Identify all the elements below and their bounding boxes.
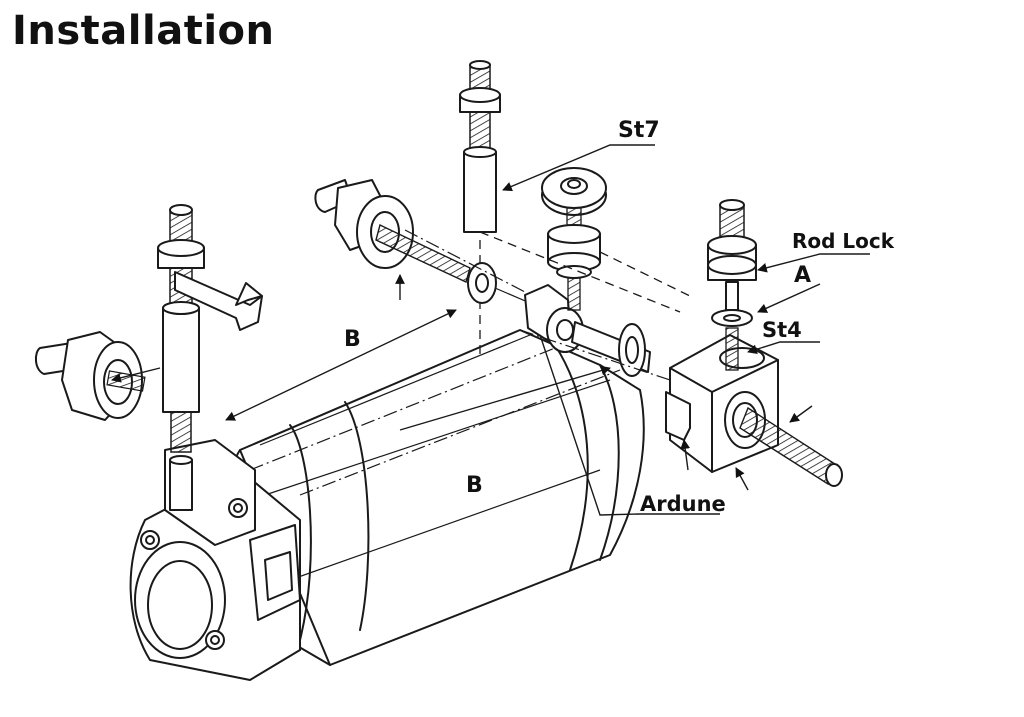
end-cap-mount (129, 439, 301, 681)
guide-lines (404, 229, 691, 381)
label-rod-lock: Rod Lock (792, 229, 895, 253)
right-vertical-stud (707, 199, 757, 371)
label-b-dimension-upper: B (344, 327, 361, 352)
label-st4: St4 (762, 318, 802, 342)
label-b-dimension-body: B (466, 473, 483, 498)
label-a: A (794, 263, 811, 288)
page-title: Installation (12, 8, 275, 54)
side-fitting (34, 331, 161, 421)
leader-lines (395, 144, 870, 516)
piston-rod-assembly (314, 167, 651, 377)
label-ardune: Ardune (640, 492, 726, 516)
center-top-stud (459, 60, 501, 360)
right-block (665, 334, 843, 487)
dimension-b-upper-line (225, 309, 457, 421)
label-st7: St7 (618, 118, 660, 143)
dimension-b-body-line (399, 365, 611, 431)
